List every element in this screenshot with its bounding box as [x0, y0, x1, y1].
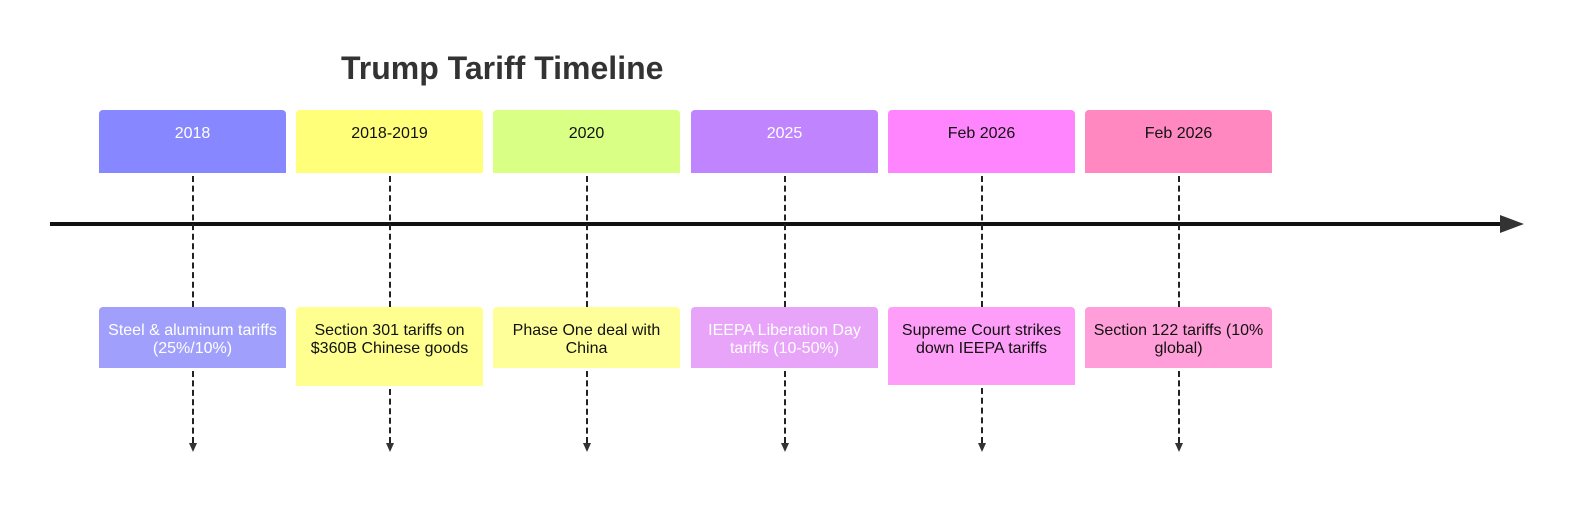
event-card: Supreme Court strikes down IEEPA tariffs [888, 307, 1075, 385]
arrow-down-icon [386, 443, 394, 452]
axis-arrow-icon [1500, 215, 1524, 233]
connector-line [784, 176, 786, 307]
arrow-down-icon [1175, 443, 1183, 452]
connector-line [586, 371, 588, 443]
connector-line [586, 176, 588, 307]
section-header: 2018-2019 [296, 110, 483, 173]
connector-line [981, 388, 983, 443]
section-header: Feb 2026 [1085, 110, 1272, 173]
section-header: 2018 [99, 110, 286, 173]
event-card: Steel & aluminum tariffs (25%/10%) [99, 307, 286, 368]
connector-line [389, 389, 391, 443]
diagram-title: Trump Tariff Timeline [341, 50, 664, 86]
connector-line [192, 176, 194, 307]
section-header: 2025 [691, 110, 878, 173]
event-card: Section 301 tariffs on $360B Chinese goo… [296, 307, 483, 386]
arrow-down-icon [978, 443, 986, 452]
event-card: Section 122 tariffs (10% global) [1085, 307, 1272, 368]
timeline-axis [50, 222, 1502, 226]
arrow-down-icon [189, 443, 197, 452]
connector-line [981, 176, 983, 307]
arrow-down-icon [781, 443, 789, 452]
section-header: Feb 2026 [888, 110, 1075, 173]
connector-line [784, 371, 786, 443]
connector-line [1178, 371, 1180, 443]
arrow-down-icon [583, 443, 591, 452]
section-header: 2020 [493, 110, 680, 173]
connector-line [1178, 176, 1180, 307]
event-card: Phase One deal with China [493, 307, 680, 368]
connector-line [389, 176, 391, 307]
event-card: IEEPA Liberation Day tariffs (10-50%) [691, 307, 878, 368]
connector-line [192, 371, 194, 443]
